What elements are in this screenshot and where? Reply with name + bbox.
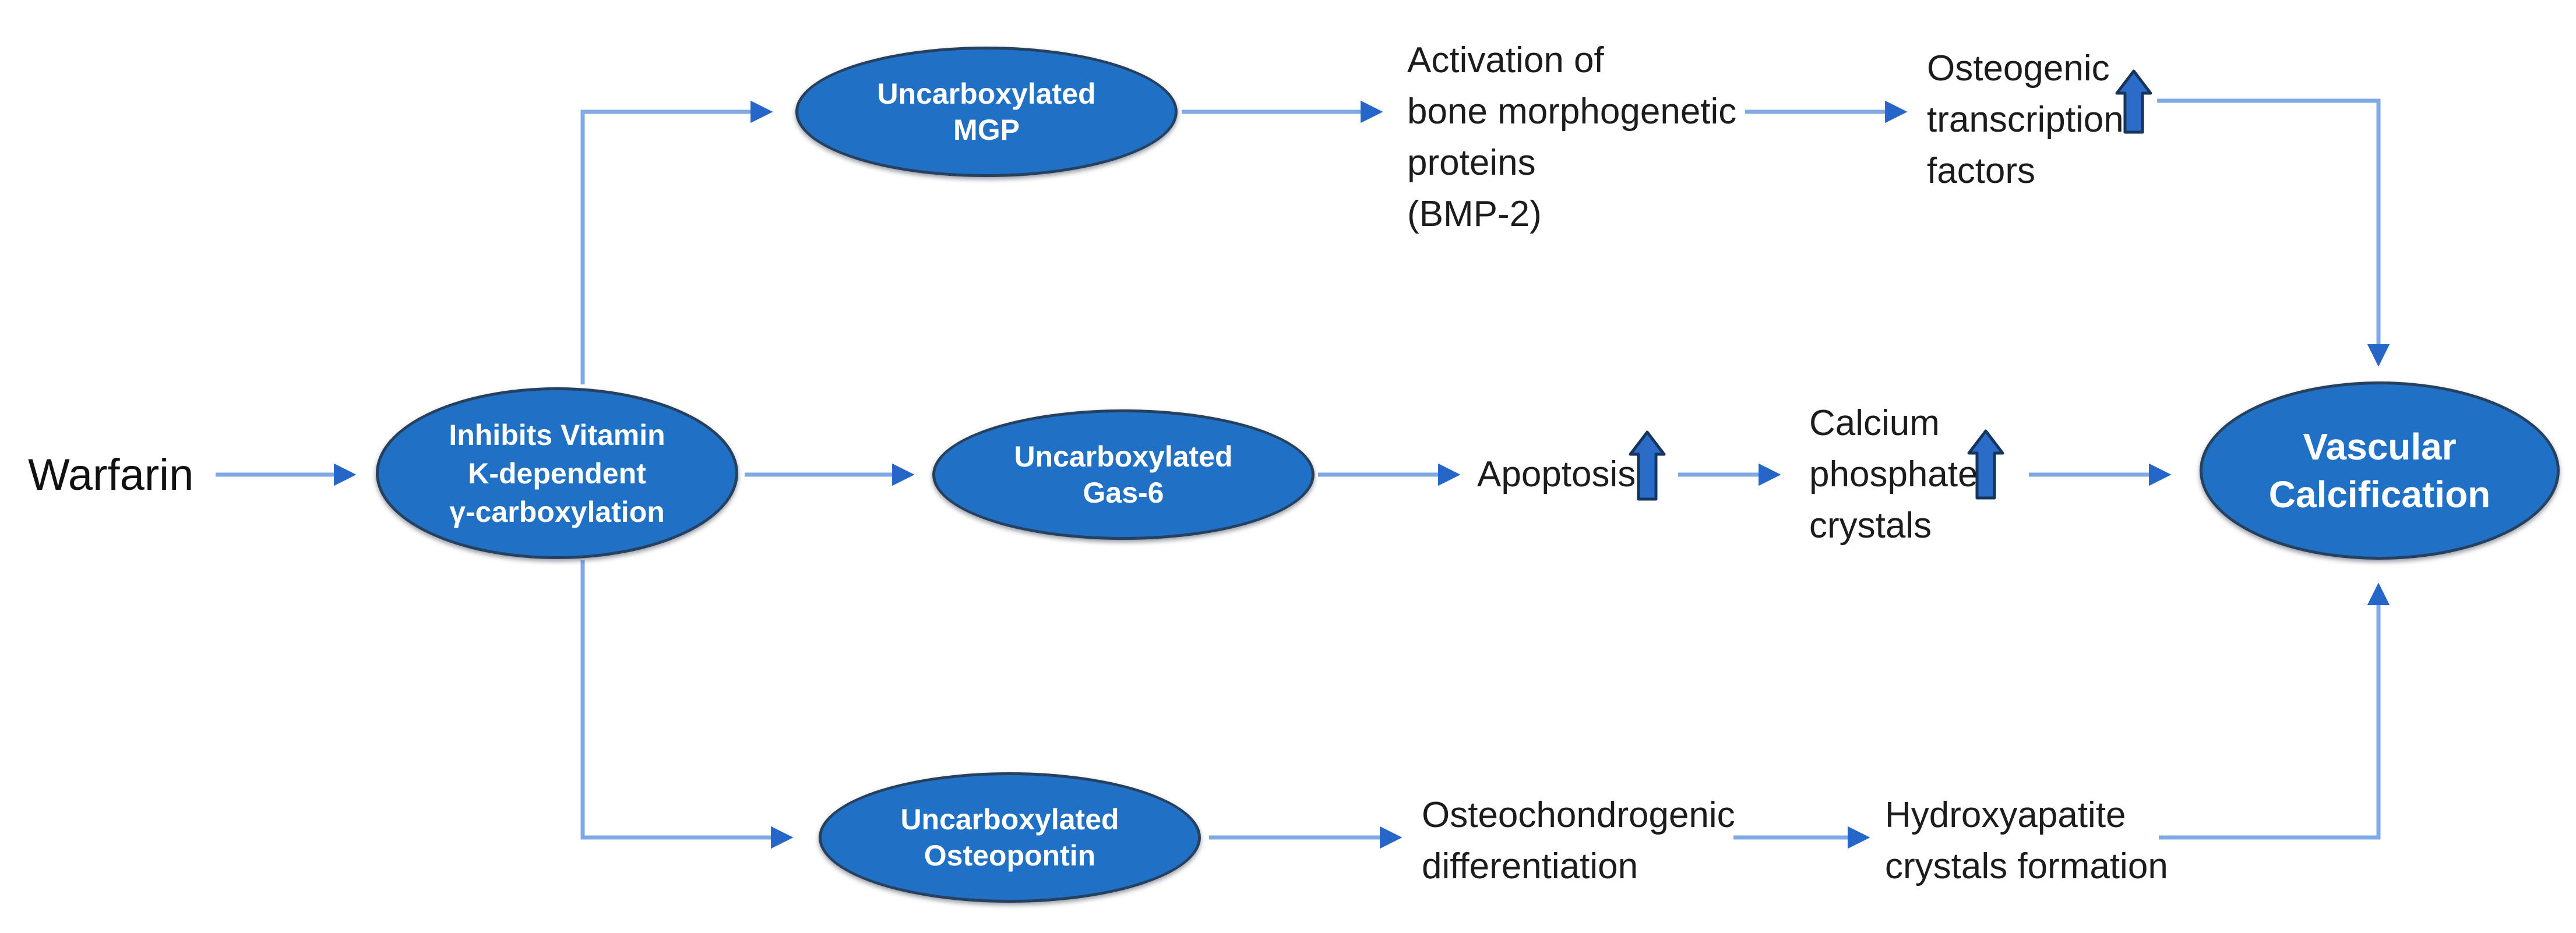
label-hydroxyapatite-crystals-formation: Hydroxyapatite crystals formation bbox=[1885, 790, 2168, 892]
label-osteogenic-transcription-factors: Osteogenic transcription factors bbox=[1927, 43, 2124, 197]
label-line: Calcium bbox=[1809, 403, 1940, 443]
label-line: proteins bbox=[1407, 143, 1536, 183]
label-line: Osteochondrogenic bbox=[1422, 795, 1735, 835]
label-line: crystals formation bbox=[1885, 846, 2168, 886]
node-uncarboxylated-mgp: Uncarboxylated MGP bbox=[795, 47, 1178, 177]
label-bmp-activation: Activation of bone morphogenetic protein… bbox=[1407, 35, 1736, 240]
source-label-warfarin: Warfarin bbox=[28, 450, 194, 500]
node-uncarboxylated-gas6: Uncarboxylated Gas-6 bbox=[932, 409, 1315, 540]
label-line: Apoptosis bbox=[1477, 454, 1636, 494]
node-vascular-calcification: Vascular Calcification bbox=[2200, 381, 2560, 560]
increase-arrow-icon bbox=[1629, 430, 1666, 501]
node-label-line: K-dependent bbox=[468, 457, 646, 490]
increase-arrow-icon bbox=[1967, 429, 2004, 500]
label-line: transcription bbox=[1927, 100, 2124, 140]
label-line: Hydroxyapatite bbox=[1885, 795, 2126, 835]
node-hub-inhibits-carboxylation: Inhibits Vitamin K-dependent γ-carboxyla… bbox=[376, 387, 738, 559]
node-uncarboxylated-osteopontin: Uncarboxylated Osteopontin bbox=[819, 772, 1201, 903]
node-label-line: MGP bbox=[953, 114, 1020, 146]
increase-arrow-icon bbox=[2115, 69, 2152, 134]
node-label-line: Uncarboxylated bbox=[1014, 440, 1233, 473]
label-line: factors bbox=[1927, 151, 2036, 191]
label-calcium-phosphate-crystals: Calcium phosphate crystals bbox=[1809, 398, 1978, 552]
label-line: (BMP-2) bbox=[1407, 194, 1542, 234]
arrow-osteogenic-to-sink bbox=[2157, 98, 2390, 367]
arrow-hub-to-osteopontin bbox=[580, 560, 794, 849]
node-label-line: Uncarboxylated bbox=[877, 77, 1096, 110]
arrow-hub-to-mgp bbox=[580, 100, 773, 384]
label-osteochondrogenic-differentiation: Osteochondrogenic differentiation bbox=[1422, 790, 1735, 892]
label-line: phosphate bbox=[1809, 454, 1978, 494]
label-line: bone morphogenetic bbox=[1407, 91, 1737, 132]
node-label-line: Osteopontin bbox=[924, 839, 1096, 872]
node-label-line: Uncarboxylated bbox=[900, 803, 1119, 836]
node-label-line: γ-carboxylation bbox=[449, 495, 665, 528]
label-line: crystals bbox=[1809, 506, 1932, 546]
label-apoptosis: Apoptosis bbox=[1477, 449, 1636, 500]
node-label-line: Calcification bbox=[2268, 473, 2491, 515]
node-label-line: Gas-6 bbox=[1083, 476, 1164, 509]
node-label-line: Vascular bbox=[2303, 426, 2457, 468]
label-line: Osteogenic bbox=[1927, 48, 2110, 89]
label-line: Activation of bbox=[1407, 40, 1604, 80]
label-line: differentiation bbox=[1422, 846, 1638, 886]
arrow-hydroxyapatite-to-sink bbox=[2159, 582, 2390, 840]
node-label-line: Inhibits Vitamin bbox=[449, 418, 665, 451]
